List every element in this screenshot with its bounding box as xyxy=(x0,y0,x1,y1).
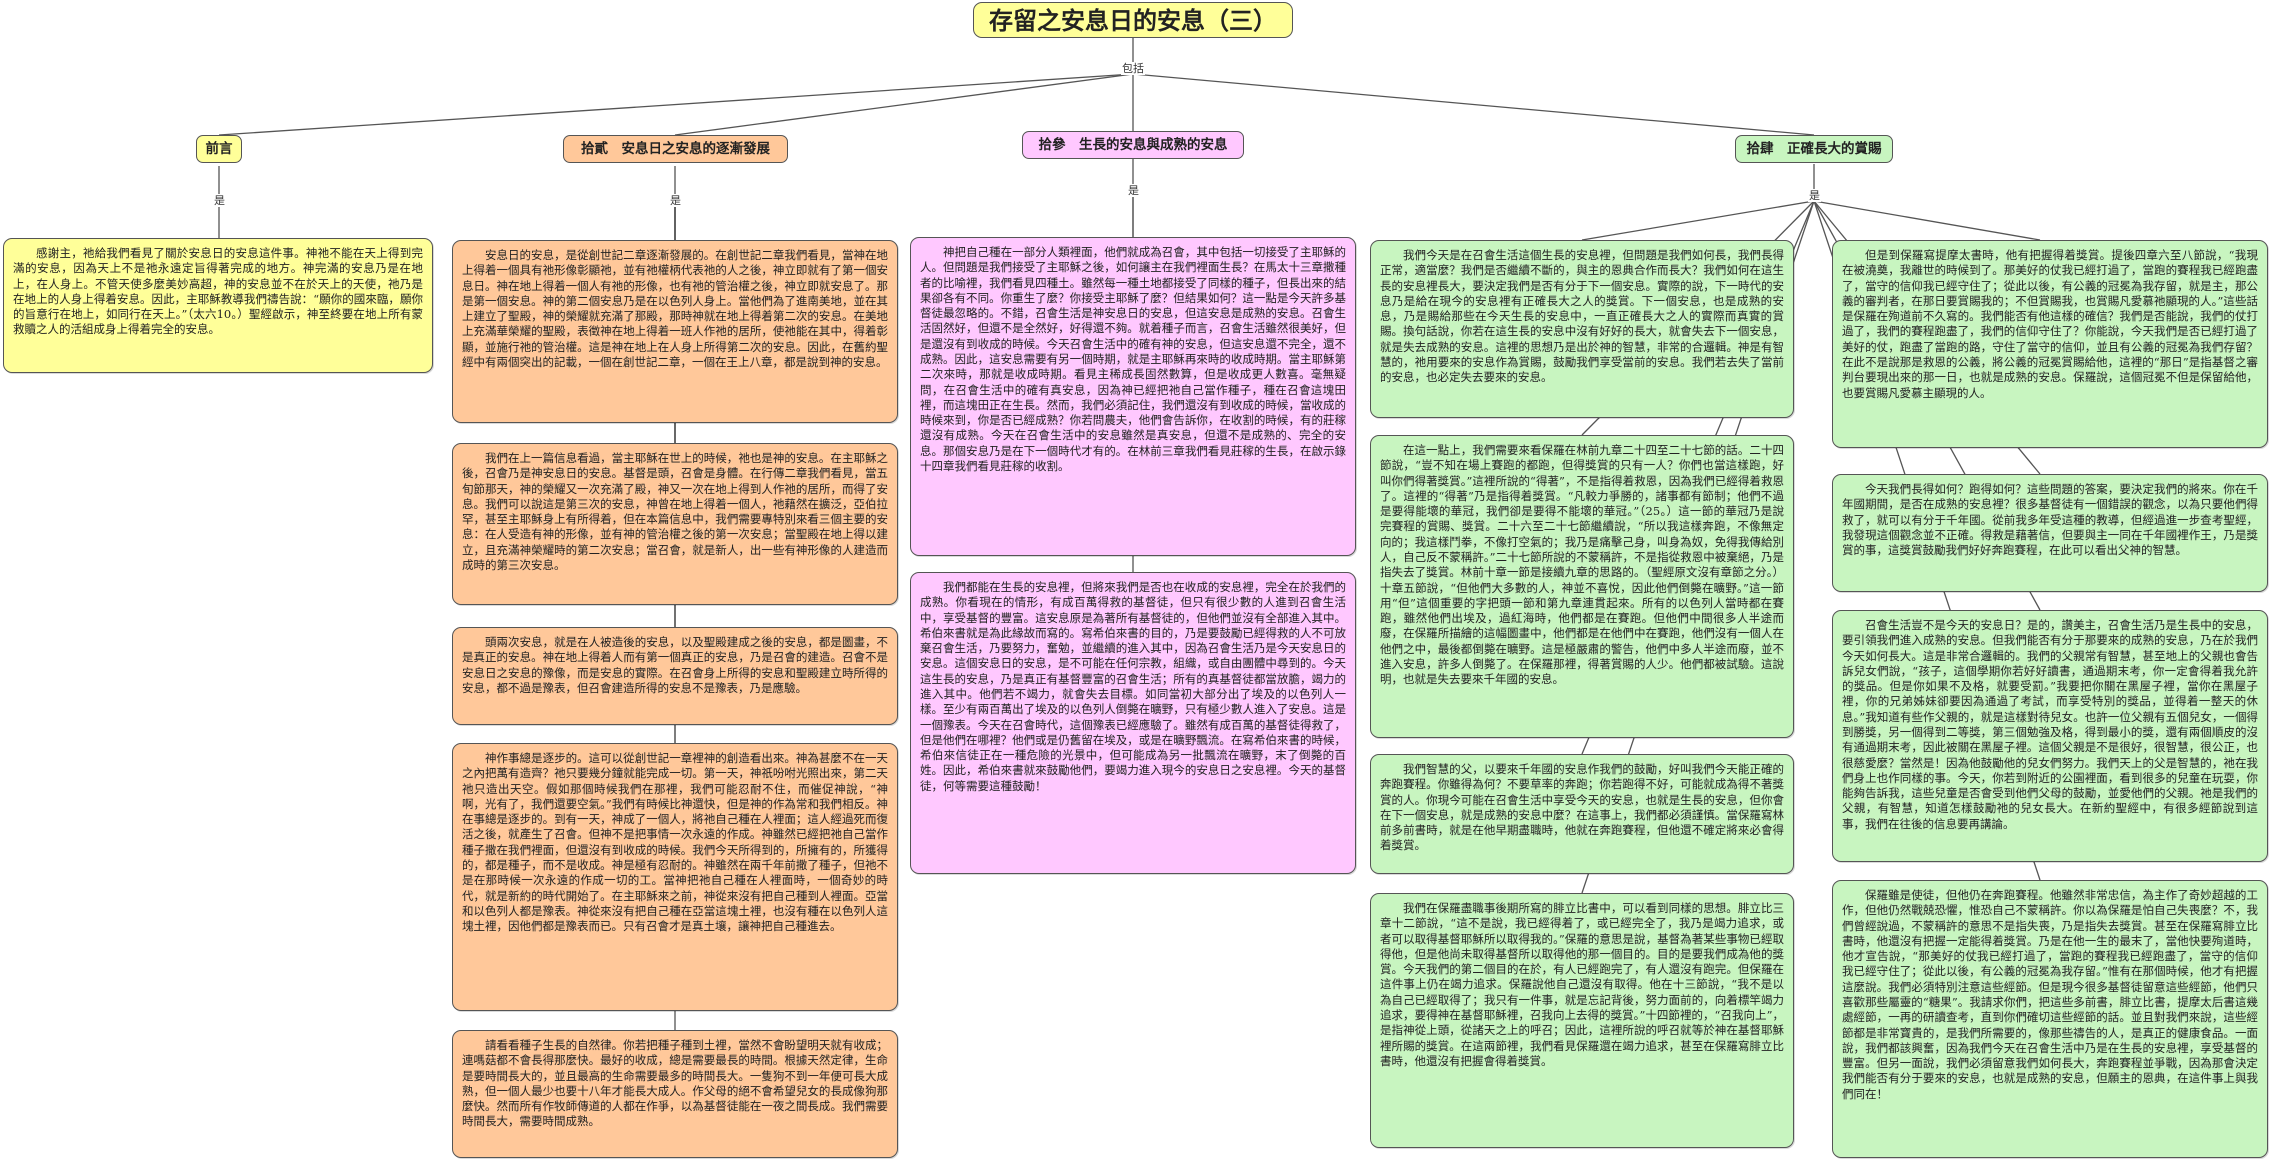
fourteen-text-3: 我們智慧的父，以要來千年國的安息作我們的鼓勵，好叫我們今天能正確的奔跑賽程。你雖… xyxy=(1380,762,1784,853)
twelve-node-5[interactable]: 請看看種子生長的自然律。你若把種子種到土裡，當然不會盼望明天就有收成；連嗎菇都不… xyxy=(452,1030,898,1158)
twelve-text-3: 頭兩次安息，就是在人被造後的安息，以及聖殿建成之後的安息，都是圖畫，不是真正的安… xyxy=(462,635,888,695)
twelve-node-2[interactable]: 我們在上一篇信息看過，當主耶穌在世上的時候，祂也是神的安息。在主耶穌之後，召會乃… xyxy=(452,443,898,605)
preface-node[interactable]: 感謝主，祂給我們看見了關於安息日的安息這件事。神祂不能在天上得到完滿的安息，因為… xyxy=(3,238,433,373)
preface-text: 感謝主，祂給我們看見了關於安息日的安息這件事。神祂不能在天上得到完滿的安息，因為… xyxy=(13,246,423,337)
fourteen-node-1[interactable]: 我們今天是在召會生活這個生長的安息裡，但問題是我們如何長，我們長得正常，適當麼？… xyxy=(1370,240,1794,418)
fourteen-text-7: 召會生活豈不是今天的安息日？是的，讚美主，召會生活乃是生長中的安息，要引領我們進… xyxy=(1842,618,2258,831)
fourteen-text-6: 今天我們長得如何？跑得如何？這些問題的答案，要決定我們的將來。你在千年國期間，是… xyxy=(1842,482,2258,558)
twelve-node-3[interactable]: 頭兩次安息，就是在人被造後的安息，以及聖殿建成之後的安息，都是圖畫，不是真正的安… xyxy=(452,627,898,725)
twelve-node-4[interactable]: 神作事總是逐步的。這可以從創世記一章裡神的創造看出來。神為甚麼不在一天之內把萬有… xyxy=(452,743,898,1011)
twelve-node-1[interactable]: 安息日的安息，是從創世記二章逐漸發展的。在創世記二章我們看見，當神在地上得着一個… xyxy=(452,240,898,423)
fourteen-text-2: 在這一點上，我們需要來看保羅在林前九章二十四至二十七節的話。二十四節說，“豈不知… xyxy=(1380,443,1784,687)
twelve-link-label: 是 xyxy=(669,194,682,207)
branch-twelve[interactable]: 拾貳 安息日之安息的逐漸發展 xyxy=(563,135,788,163)
thirteen-link-label: 是 xyxy=(1127,184,1140,197)
thirteen-text-1: 神把自己種在一部分人類裡面，他們就成為召會，其中包括一切接受了主耶穌的人。但問題… xyxy=(920,245,1346,473)
thirteen-node-2[interactable]: 我們都能在生長的安息裡，但將來我們是否也在收成的安息裡，完全在於我們的成熟。你看… xyxy=(910,572,1356,874)
twelve-text-2: 我們在上一篇信息看過，當主耶穌在世上的時候，祂也是神的安息。在主耶穌之後，召會乃… xyxy=(462,451,888,572)
fourteen-text-4: 我們在保羅盡職事後期所寫的腓立比書中，可以看到同樣的思想。腓立比三章十二節說，“… xyxy=(1380,901,1784,1068)
preface-link-label: 是 xyxy=(213,194,226,207)
root-link-label: 包括 xyxy=(1121,62,1145,75)
root-title: 存留之安息日的安息（三） xyxy=(973,2,1293,38)
fourteen-node-8[interactable]: 保羅雖是使徒，但他仍在奔跑賽程。他雖然非常忠信，為主作了奇妙超越的工作，但他仍然… xyxy=(1832,880,2268,1158)
fourteen-node-3[interactable]: 我們智慧的父，以要來千年國的安息作我們的鼓勵，好叫我們今天能正確的奔跑賽程。你雖… xyxy=(1370,754,1794,874)
thirteen-node-1[interactable]: 神把自己種在一部分人類裡面，他們就成為召會，其中包括一切接受了主耶穌的人。但問題… xyxy=(910,237,1356,556)
fourteen-text-5: 但是到保羅寫提摩太書時，他有把握得着獎賞。提後四章六至八節說，“我現在被澆奠，我… xyxy=(1842,248,2258,400)
twelve-text-5: 請看看種子生長的自然律。你若把種子種到土裡，當然不會盼望明天就有收成；連嗎菇都不… xyxy=(462,1038,888,1129)
fourteen-link-label: 是 xyxy=(1808,189,1821,202)
fourteen-node-6[interactable]: 今天我們長得如何？跑得如何？這些問題的答案，要決定我們的將來。你在千年國期間，是… xyxy=(1832,474,2268,592)
branch-thirteen[interactable]: 拾參 生長的安息與成熟的安息 xyxy=(1022,131,1244,159)
fourteen-node-2[interactable]: 在這一點上，我們需要來看保羅在林前九章二十四至二十七節的話。二十四節說，“豈不知… xyxy=(1370,435,1794,738)
fourteen-node-7[interactable]: 召會生活豈不是今天的安息日？是的，讚美主，召會生活乃是生長中的安息，要引領我們進… xyxy=(1832,610,2268,862)
twelve-text-1: 安息日的安息，是從創世記二章逐漸發展的。在創世記二章我們看見，當神在地上得着一個… xyxy=(462,248,888,369)
branch-preface[interactable]: 前言 xyxy=(196,135,242,163)
fourteen-text-8: 保羅雖是使徒，但他仍在奔跑賽程。他雖然非常忠信，為主作了奇妙超越的工作，但他仍然… xyxy=(1842,888,2258,1101)
branch-fourteen[interactable]: 拾肆 正確長大的賞賜 xyxy=(1735,135,1893,163)
fourteen-text-1: 我們今天是在召會生活這個生長的安息裡，但問題是我們如何長，我們長得正常，適當麼？… xyxy=(1380,248,1784,385)
fourteen-node-5[interactable]: 但是到保羅寫提摩太書時，他有把握得着獎賞。提後四章六至八節說，“我現在被澆奠，我… xyxy=(1832,240,2268,448)
fourteen-node-4[interactable]: 我們在保羅盡職事後期所寫的腓立比書中，可以看到同樣的思想。腓立比三章十二節說，“… xyxy=(1370,893,1794,1148)
thirteen-text-2: 我們都能在生長的安息裡，但將來我們是否也在收成的安息裡，完全在於我們的成熟。你看… xyxy=(920,580,1346,793)
twelve-text-4: 神作事總是逐步的。這可以從創世記一章裡神的創造看出來。神為甚麼不在一天之內把萬有… xyxy=(462,751,888,934)
